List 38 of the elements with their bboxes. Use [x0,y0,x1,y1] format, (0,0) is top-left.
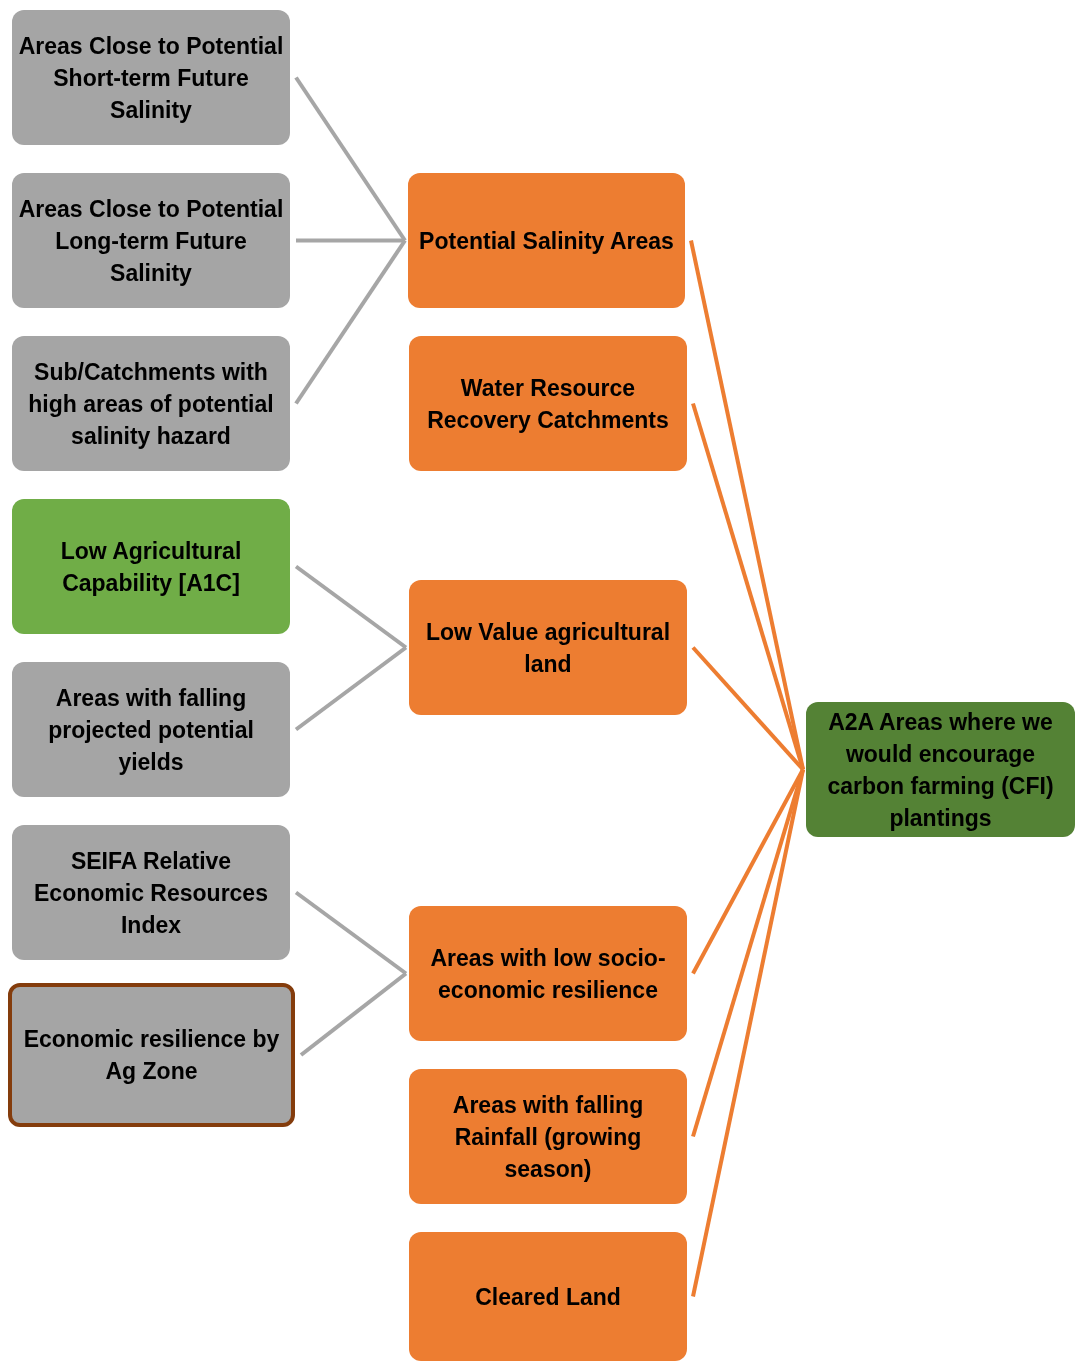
box-text: Areas with falling projected potential yields [47,683,255,777]
box-text: Low Value agricultural land [424,617,672,679]
box-text: Areas with falling Rainfall (growing season) [451,1090,645,1184]
category-box [408,173,685,308]
criteria-box [12,825,290,960]
connector-line [299,971,408,1057]
box-text: Sub/Catchments with high areas of potential salinity hazard [27,357,275,451]
connector-line [691,769,805,1297]
category-box [409,1069,687,1204]
connector-line [294,645,408,732]
category-box [409,906,687,1041]
category-box [409,580,687,715]
connector-line [294,76,407,242]
connector-line [296,238,405,243]
connector-line [294,239,407,405]
connector-line [691,402,805,771]
box-text: Water Resource Recovery Catchments [426,373,670,435]
box-text: Low Agricultural Capability [A1C] [59,536,243,598]
connector-line [689,240,805,770]
connector-line [294,564,408,650]
criteria-box [12,336,290,471]
outcome-box [806,702,1075,837]
box-text: Economic resilience by Ag Zone [22,1025,281,1086]
criteria-box [12,10,290,145]
category-box [409,1232,687,1361]
criteria-box [12,173,290,308]
connector-line [294,890,408,976]
box-text: SEIFA Relative Economic Resources Index [33,846,269,940]
box-text: Areas Close to Potential Long-term Future Salinity [17,194,285,288]
box-text: Cleared Land [475,1282,621,1312]
criteria-box [12,662,290,797]
category-box [409,336,687,471]
box-text: A2A Areas where we would encourage carbon farming (CFI) plantings [826,707,1055,833]
box-text: Areas Close to Potential Short-term Future Salinity [17,31,285,125]
box-text: Areas with low socio-economic resilience [429,943,667,1005]
box-text: Potential Salinity Areas [419,226,674,256]
criteria-box [12,499,290,634]
criteria-box [8,983,295,1127]
